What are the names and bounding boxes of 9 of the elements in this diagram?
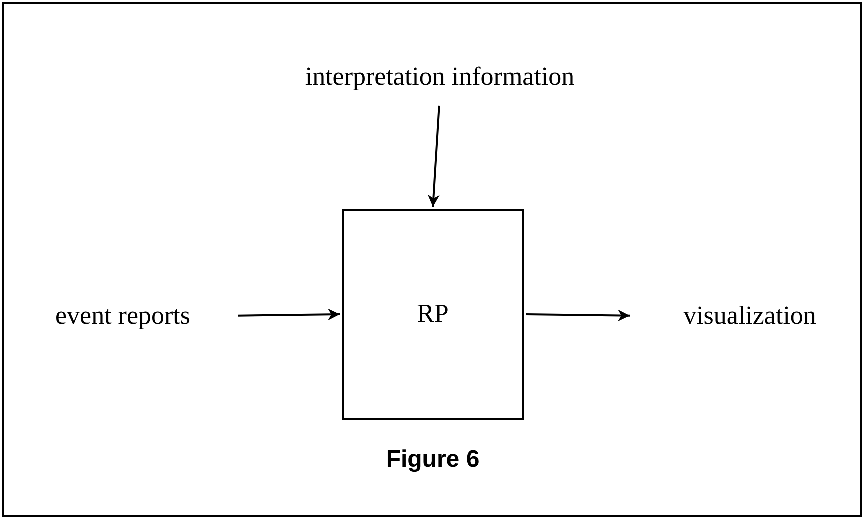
node-label: event reports [18, 297, 228, 335]
figure-caption: Figure 6 [385, 445, 481, 475]
node-label: interpretation information [250, 58, 630, 96]
arrow [526, 310, 630, 322]
arrow [238, 308, 340, 321]
box-label: RP [417, 298, 449, 330]
node-label: visualization [640, 297, 860, 335]
process-box [342, 209, 524, 420]
arrow [428, 106, 440, 208]
